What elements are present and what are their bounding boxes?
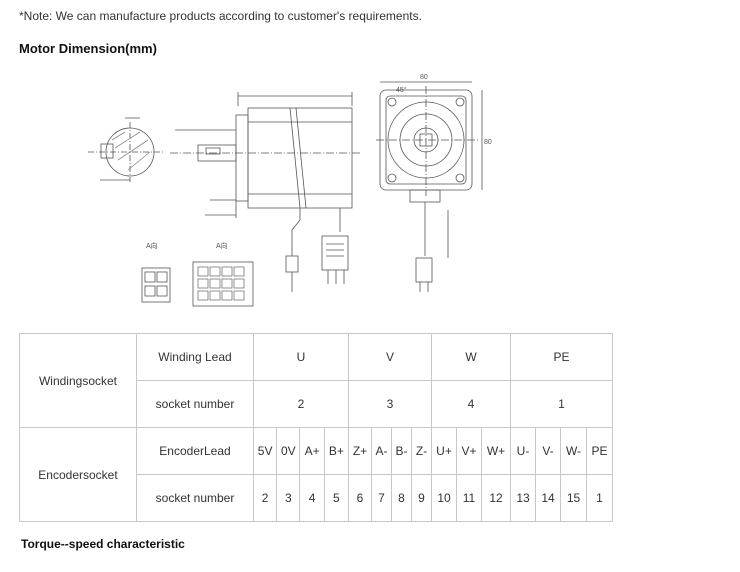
- encoder-lead-cell: A-: [371, 427, 392, 475]
- encoder-lead-cell: Z+: [348, 427, 372, 475]
- manufacture-note: *Note: We can manufacture products accor…: [19, 9, 422, 23]
- table-row: socket number 2 3 4 1: [20, 380, 613, 428]
- encoder-lead-cell: B+: [323, 427, 350, 475]
- encoder-lead-cell: W+: [481, 427, 511, 475]
- encoder-lead-cell: 5V: [252, 427, 278, 475]
- encoder-socket-cell: 13: [510, 474, 536, 522]
- winding-lead-pe: PE: [510, 333, 613, 381]
- encoder-socket-cell: 12: [481, 474, 511, 522]
- encoder-lead-label: EncoderLead: [136, 427, 254, 475]
- motor-side-view: [170, 92, 360, 292]
- winding-socket-pe: 1: [510, 380, 613, 428]
- table-row: Encodersocket EncoderLead 5V 0V A+ B+ Z+…: [19, 427, 613, 522]
- winding-lead-v: V: [348, 333, 432, 381]
- winding-socket-w: 4: [431, 380, 511, 428]
- encoder-lead-cell: 0V: [276, 427, 301, 475]
- encoder-lead-cell: Z-: [411, 427, 432, 475]
- encoder-lead-cell: U-: [510, 427, 536, 475]
- encoder-socket-cell: 9: [411, 474, 432, 522]
- encoder-socket-cell: 4: [299, 474, 325, 522]
- encoder-lead-cell: A+: [299, 427, 325, 475]
- a-view-label-left: A向: [146, 241, 158, 250]
- a-view-label-right: A向: [216, 241, 228, 250]
- section-title: Motor Dimension(mm): [19, 41, 157, 56]
- motor-dimension-drawing: 80 80 45° A向 A向: [88, 74, 492, 307]
- encoder-socket-cell: 11: [456, 474, 482, 522]
- motor-front-view: [376, 81, 483, 292]
- connector-view-small: [141, 267, 171, 303]
- encoder-socket-cell: 10: [431, 474, 457, 522]
- encoder-socket-cell: 7: [371, 474, 392, 522]
- winding-lead-label: Winding Lead: [136, 333, 254, 381]
- encoder-lead-cell: V+: [456, 427, 482, 475]
- encoder-socket-cell: 6: [348, 474, 372, 522]
- encoder-lead-cell: U+: [431, 427, 457, 475]
- encoder-lead-cell: W-: [560, 427, 587, 475]
- shaft-section-view: [88, 117, 165, 182]
- winding-socket-v: 3: [348, 380, 432, 428]
- encoder-lead-cell: PE: [586, 427, 613, 475]
- encoder-socket-label: socket number: [136, 474, 254, 522]
- winding-socket-u: 2: [253, 380, 349, 428]
- winding-socket-label: socket number: [136, 380, 254, 428]
- encoder-lead-cell: B-: [391, 427, 412, 475]
- dim-80-top: 80: [420, 74, 428, 81]
- encoder-socket-cell: 1: [586, 474, 613, 522]
- encoder-socket-cell: 15: [560, 474, 587, 522]
- torque-speed-title: Torque--speed characteristic: [21, 537, 185, 551]
- encoder-group-cell: Encodersocket: [19, 427, 137, 522]
- encoder-socket-cell: 14: [535, 474, 561, 522]
- table-row: socket number 2 3 4 5 6 7 8 9 10 11 12 1…: [20, 474, 613, 522]
- dim-80-side: 80: [484, 139, 492, 146]
- winding-lead-w: W: [431, 333, 511, 381]
- socket-spec-table: Windingsocket Winding Lead U V W PE sock…: [19, 333, 613, 522]
- encoder-socket-cell: 8: [391, 474, 412, 522]
- encoder-socket-cell: 2: [252, 474, 278, 522]
- connector-view-large: [192, 261, 254, 307]
- encoder-socket-cell: 3: [276, 474, 301, 522]
- table-row: Windingsocket Winding Lead U V W PE: [19, 333, 613, 428]
- encoder-lead-cell: V-: [535, 427, 561, 475]
- winding-lead-u: U: [253, 333, 349, 381]
- encoder-socket-cell: 5: [323, 474, 350, 522]
- angle-label: 45°: [396, 86, 407, 94]
- winding-group-cell: Windingsocket: [19, 333, 137, 428]
